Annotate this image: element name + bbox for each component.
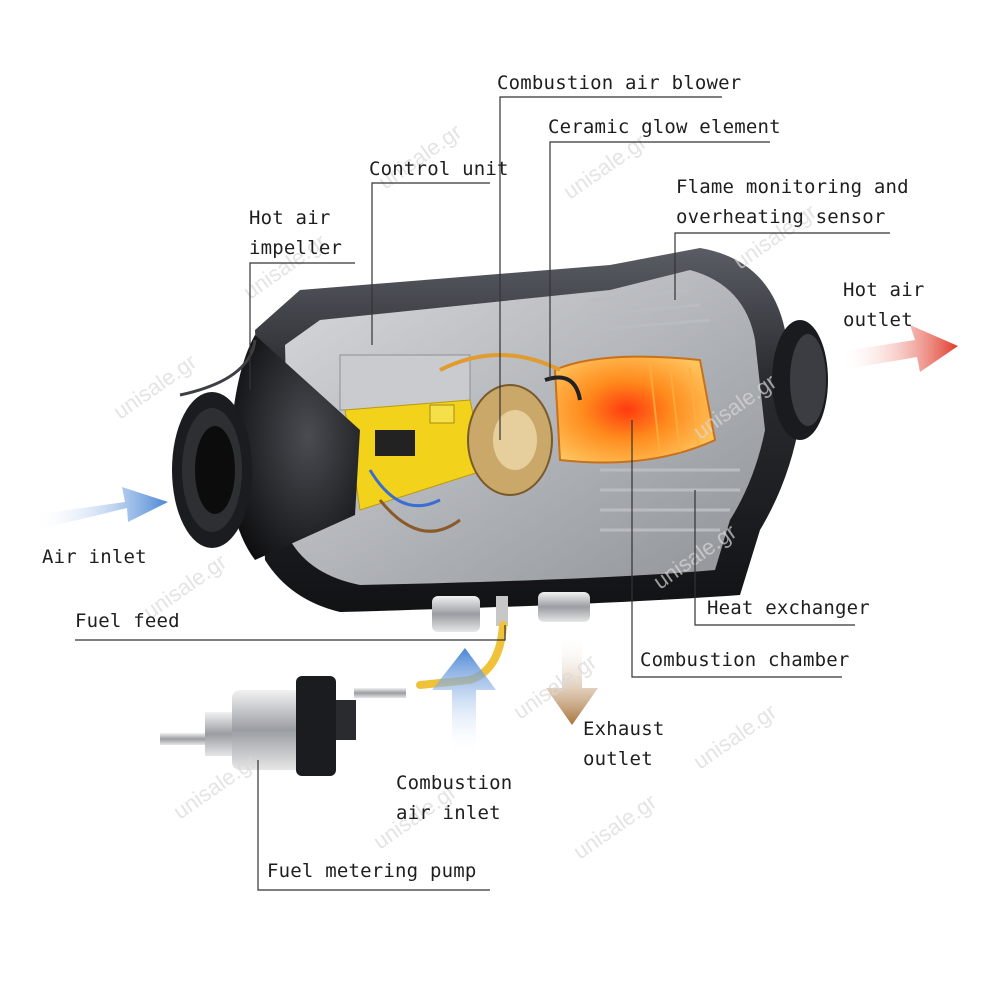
watermark-10: unisale.gr — [689, 699, 781, 774]
label-hot-air-outlet-line2: outlet — [843, 309, 913, 331]
label-control-unit: Control unit — [369, 158, 509, 180]
label-exhaust-outlet-line1: Exhaust — [583, 718, 665, 740]
watermark-13: unisale.gr — [569, 789, 661, 864]
watermark-11: unisale.gr — [169, 749, 261, 824]
label-air-inlet: Air inlet — [42, 546, 147, 568]
watermark-9: unisale.gr — [509, 649, 601, 724]
label-hot-air-outlet-line1: Hot air — [843, 279, 925, 301]
label-fuel-metering-pump: Fuel metering pump — [267, 860, 477, 882]
label-flame-monitoring-line2: overheating sensor — [676, 206, 886, 228]
leader-lines — [75, 96, 890, 891]
label-combustion-air-blower: Combustion air blower — [497, 72, 742, 94]
label-heat-exchanger: Heat exchanger — [707, 597, 870, 619]
label-exhaust-outlet-line2: outlet — [583, 748, 653, 770]
label-ceramic-glow-element: Ceramic glow element — [548, 116, 781, 138]
hot-air-outlet-arrow — [838, 325, 958, 372]
hot-air-impeller-illustration — [172, 335, 360, 560]
exhaust-outlet-arrow — [546, 635, 598, 725]
bottom-pipes — [432, 592, 590, 632]
label-combustion-chamber: Combustion chamber — [640, 649, 850, 671]
label-hot-air-impeller-line2: impeller — [249, 237, 343, 259]
combustion-chamber-illustration — [553, 355, 717, 464]
label-hot-air-impeller-line1: Hot air — [249, 207, 331, 229]
label-fuel-feed: Fuel feed — [75, 610, 180, 632]
fuel-pump-illustration — [160, 676, 406, 776]
label-flame-monitoring-line1: Flame monitoring and — [676, 176, 909, 198]
label-combustion-air-inlet-line2: air inlet — [396, 802, 501, 824]
air-inlet-arrow — [32, 487, 168, 530]
label-combustion-air-inlet-line1: Combustion — [396, 772, 513, 794]
combustion-air-inlet-arrow — [432, 648, 496, 755]
